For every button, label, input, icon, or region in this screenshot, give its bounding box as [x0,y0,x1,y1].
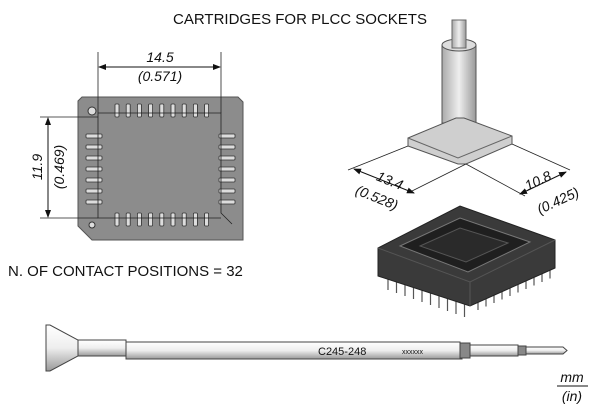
cartridge-tip [407,19,513,165]
plcc-socket [377,205,556,317]
units-mm: mm [560,369,584,385]
contact-pad [192,212,198,227]
contact-pad [148,103,154,118]
width-dimension: 14.5 (0.571) [97,49,222,113]
contact-pad [218,133,236,139]
contact-pad [136,103,142,118]
contact-pad [85,199,103,205]
contact-pad [181,212,187,227]
contact-pad [114,212,120,227]
contact-pad [148,212,154,227]
contact-pad [204,103,210,118]
tool-model: C245-248 [318,346,366,358]
contact-pad [85,133,103,139]
contact-pad [85,177,103,183]
contact-pad [218,144,236,150]
contact-pad [114,103,120,118]
contact-pad [181,103,187,118]
contact-pad [218,199,236,205]
contact-positions: N. OF CONTACT POSITIONS = 32 [8,263,243,280]
tool-serial: xxxxxx [402,349,424,356]
contact-pad [218,155,236,161]
contact-pad [170,212,176,227]
contact-pad [218,166,236,172]
height-mm: 11.9 [29,154,45,180]
soldering-tool: C245-248 xxxxxx [45,324,568,372]
contact-pad [204,212,210,227]
contact-pad [218,188,236,194]
contact-pad [192,103,198,118]
dim2-in: (0.425) [534,184,581,217]
contact-pad [125,103,131,118]
contact-pad [159,212,165,227]
contact-pad [85,166,103,172]
contact-pad [159,103,165,118]
units-legend: mm (in) [557,369,588,404]
contact-pad [136,212,142,227]
width-in: (0.571) [138,68,182,84]
height-in: (0.469) [51,145,67,189]
contact-pad [218,177,236,183]
contact-pad [125,212,131,227]
contact-pad [85,144,103,150]
plcc-footprint [77,96,244,241]
title: CARTRIDGES FOR PLCC SOCKETS [173,11,427,28]
contact-pad [170,103,176,118]
units-in: (in) [562,388,582,404]
contact-pad [85,188,103,194]
height-dimension: 11.9 (0.469) [29,116,98,219]
dim2-mm: 10.8 [522,167,554,193]
contact-pad [85,155,103,161]
width-mm: 14.5 [146,49,173,65]
